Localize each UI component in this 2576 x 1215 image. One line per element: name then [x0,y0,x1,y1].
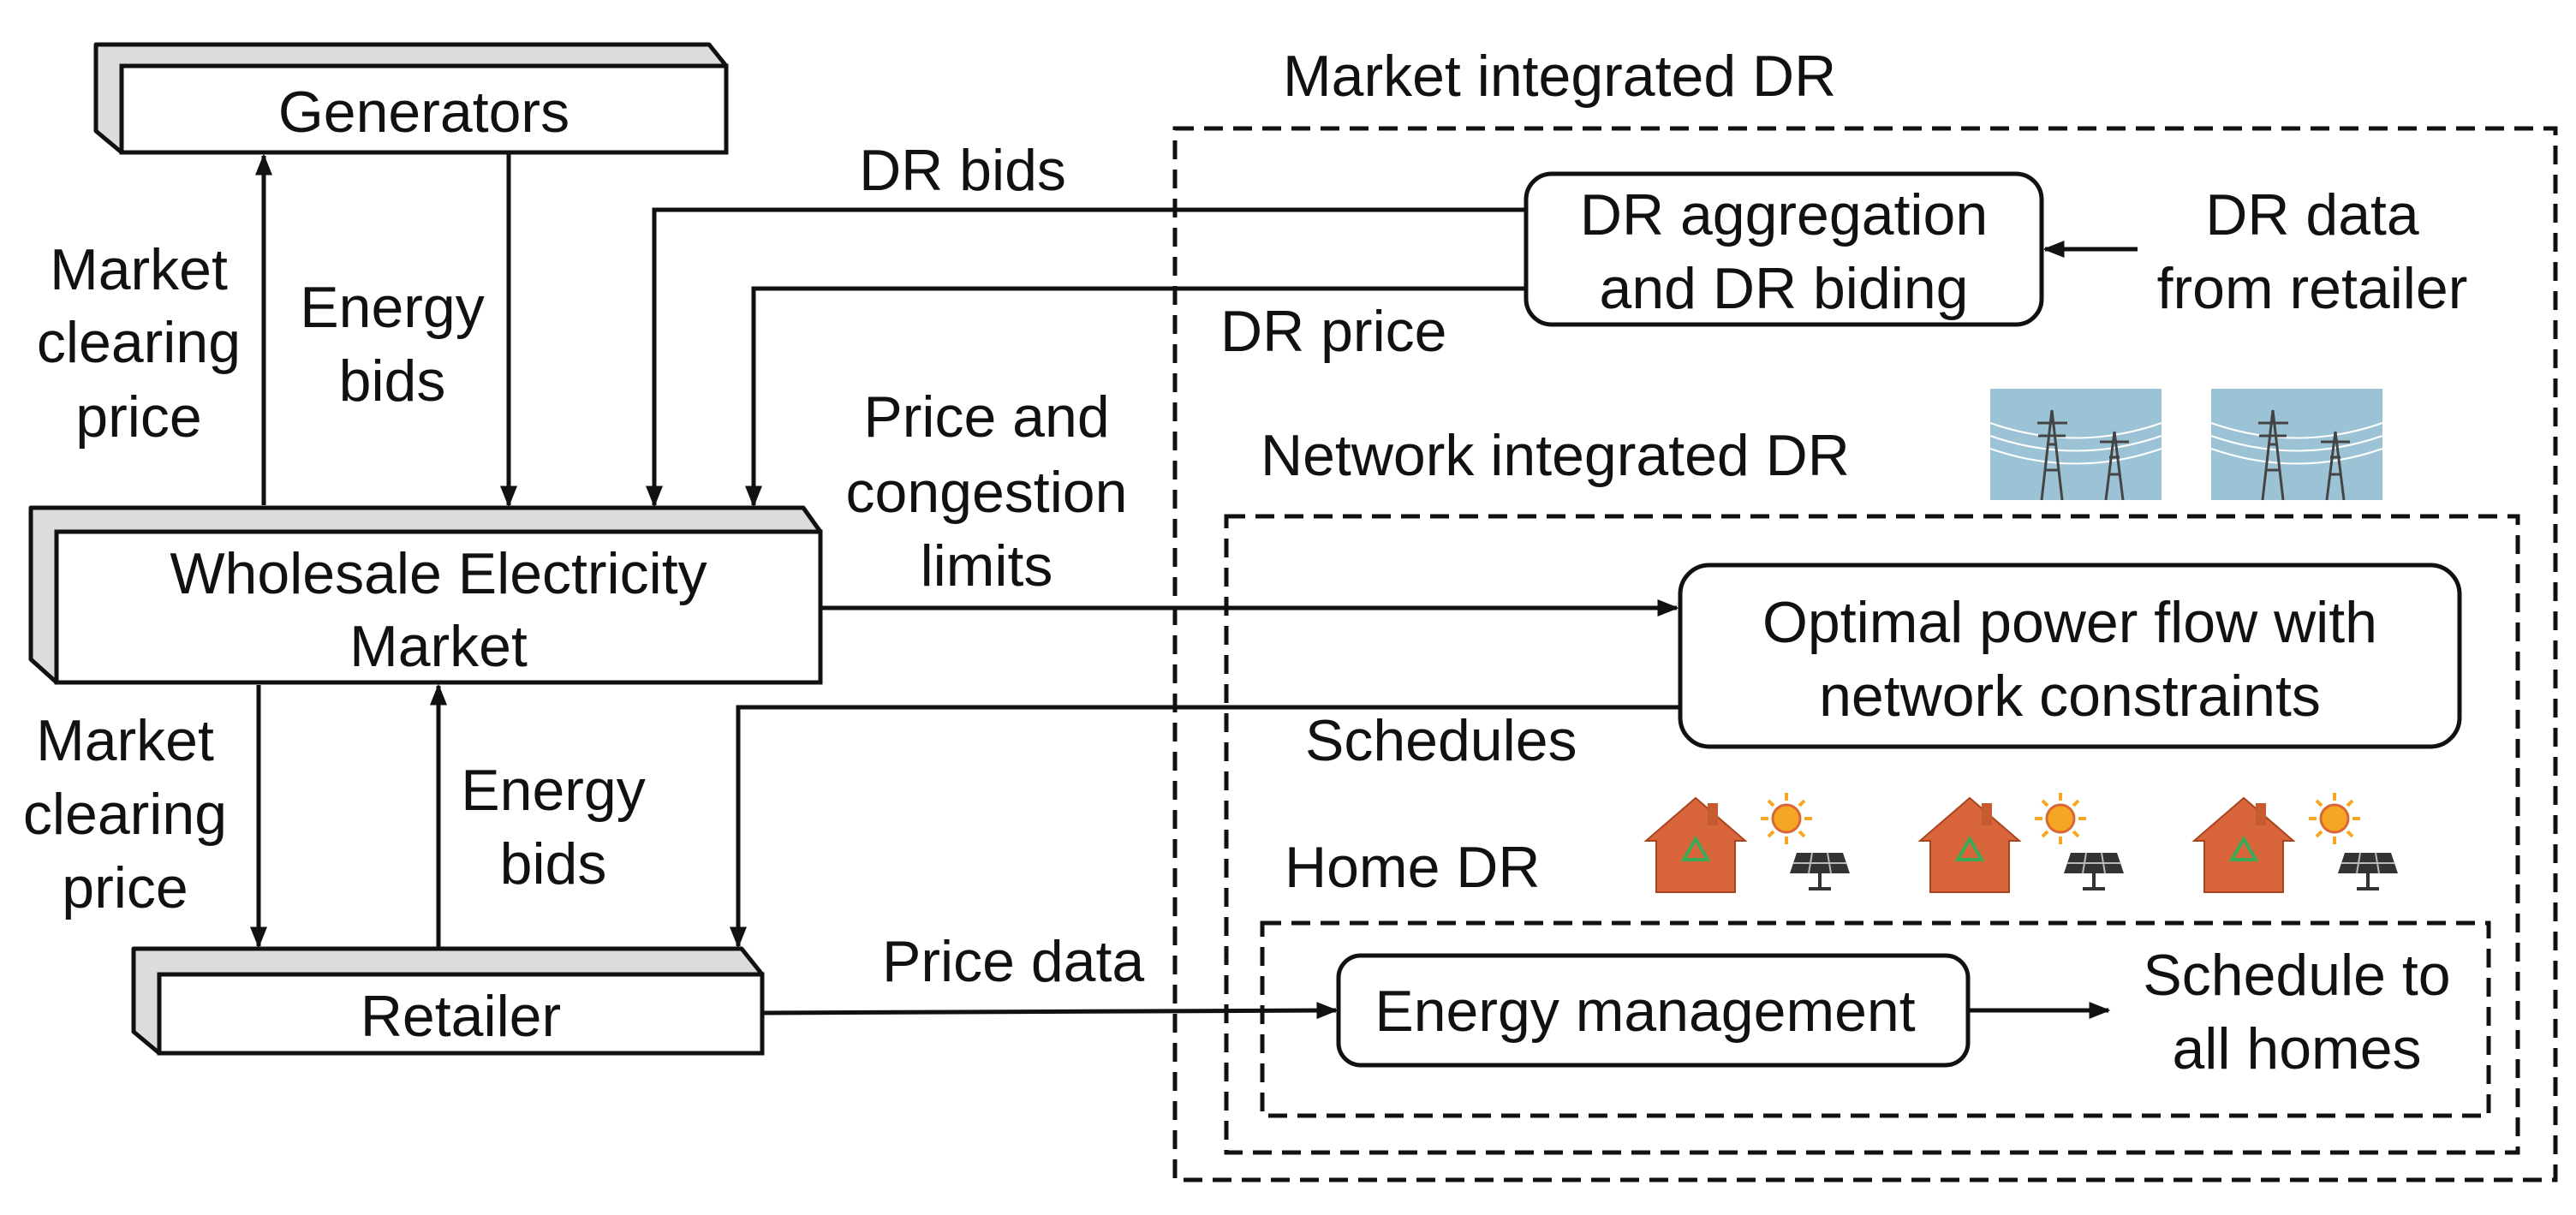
generators-box: Generators [93,42,729,155]
wholesale-market-box: Wholesale Electricity Market [28,505,823,685]
energy-bids-top-line1: Energy [300,275,484,340]
schedules-label: Schedules [1305,708,1577,773]
arrow-dr-bids [646,207,1524,508]
price-data-label: Price data [882,929,1144,994]
price-congestion-line2: congestion [846,460,1128,525]
optimal-power-flow-box: Optimal power flow with network constrai… [1678,563,2462,749]
solar-panel-icon [2336,851,2400,890]
home-dr-region [1260,920,2491,1118]
dr-aggregation-line2: and DR biding [1600,256,1969,321]
optimal-power-flow-line2: network constraints [1819,664,2321,729]
dr-aggregation-box: DR aggregation and DR biding [1524,171,2044,327]
market-clearing-price-bottom-line1: Market [36,708,214,773]
network-integrated-dr-region [1224,514,2520,1155]
dr-data-line2: from retailer [2157,256,2468,321]
generators-label: Generators [278,80,569,145]
house-icon [1918,796,2021,894]
sun-icon [2033,791,2088,846]
energy-bids-top-line2: bids [339,348,446,414]
dr-data-line1: DR data [2205,182,2419,247]
energy-management-box: Energy management [1336,953,1971,1068]
market-clearing-price-top-line2: clearing [37,310,241,375]
price-congestion-line3: limits [921,533,1053,599]
transmission-tower-icon [1989,387,2163,502]
house-icon [2192,796,2295,894]
schedule-homes-line1: Schedule to [2143,943,2450,1008]
energy-bids-bottom-line1: Energy [461,758,645,823]
market-integrated-dr-region [1172,126,2558,1182]
network-integrated-dr-title: Network integrated DR [1261,423,1850,488]
solar-panel-icon [1788,851,1852,890]
schedule-homes-line2: all homes [2172,1016,2421,1081]
energy-bids-bottom-line2: bids [500,831,607,896]
house-icon [1644,796,1747,894]
market-clearing-price-bottom-line3: price [62,855,188,920]
retailer-label: Retailer [361,984,561,1049]
price-congestion-line1: Price and [863,384,1109,450]
home-dr-title: Home DR [1285,835,1541,900]
market-integrated-dr-title: Market integrated DR [1283,44,1836,109]
sun-icon [2307,791,2362,846]
market-clearing-price-top-line1: Market [50,237,228,302]
optimal-power-flow-line1: Optimal power flow with [1762,590,2377,655]
dr-bids-label: DR bids [859,138,1066,203]
energy-management-label: Energy management [1374,979,1915,1044]
arrow-dr-price [745,286,1524,508]
transmission-tower-icon [2209,387,2384,502]
market-clearing-price-top-line3: price [75,384,201,450]
wholesale-label-line1: Wholesale Electricity [170,541,707,606]
dr-price-label: DR price [1220,299,1447,364]
sun-icon [1759,791,1814,846]
solar-panel-icon [2062,851,2126,890]
market-clearing-price-bottom-line2: clearing [23,782,227,847]
retailer-box: Retailer [131,946,765,1056]
arrow-schedules [730,705,1680,949]
dr-aggregation-line1: DR aggregation [1580,182,1988,247]
arrow-price-data [761,1002,1339,1020]
wholesale-label-line2: Market [349,614,528,679]
